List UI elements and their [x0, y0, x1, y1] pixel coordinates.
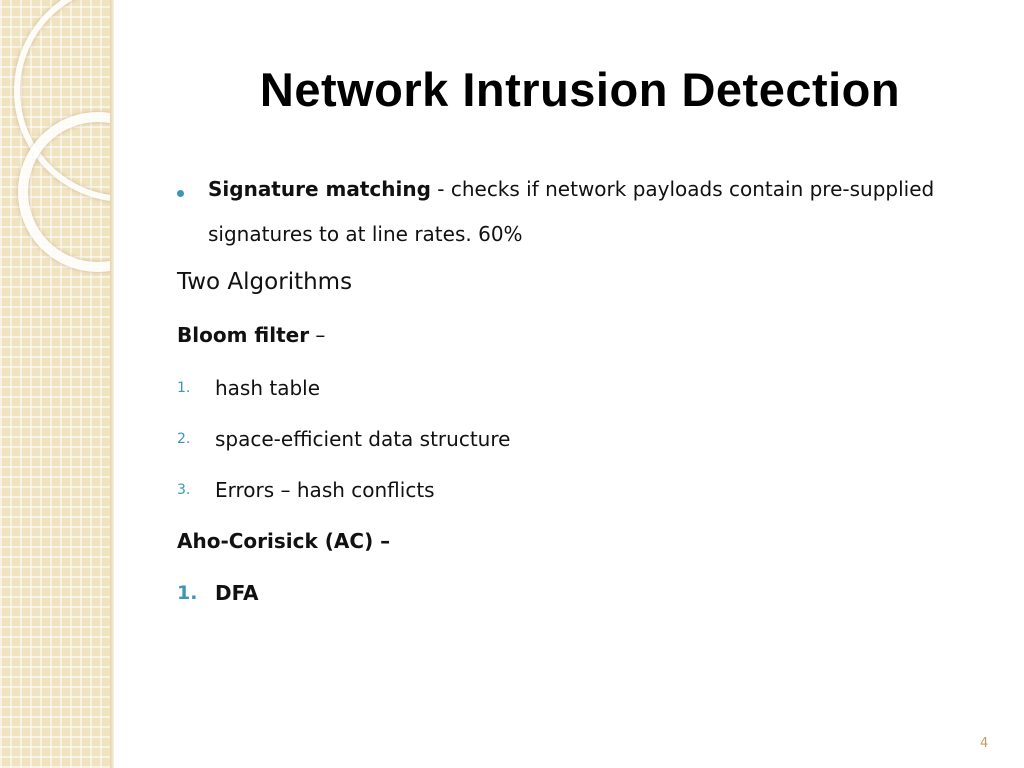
slide-title: Network Intrusion Detection [259, 63, 901, 116]
side-band-edge [110, 0, 114, 768]
page-number: 4 [980, 736, 989, 751]
list-item-text: Errors – hash conflicts [215, 478, 435, 502]
bloom-filter-dash: – [309, 323, 326, 347]
list-number: 2. [177, 431, 191, 447]
bullet-dot-icon [177, 190, 184, 197]
aho-corasick-heading: Aho-Corisick (AC) – [177, 529, 391, 553]
decorative-side-band [0, 0, 112, 768]
list-item-text: hash table [215, 376, 321, 400]
bullet-line-2: signatures to at line rates. 60% [208, 222, 523, 246]
list-item-text: DFA [215, 581, 259, 605]
list-number: 1. [177, 582, 198, 604]
bloom-filter-heading: Bloom filter – [177, 323, 325, 347]
bullet-line-1: Signature matching - checks if network p… [208, 177, 934, 201]
list-item-text: space-efficient data structure [215, 427, 511, 451]
section-heading: Two Algorithms [177, 269, 353, 295]
bullet-term: Signature matching [208, 177, 431, 201]
list-number: 1. [177, 380, 191, 396]
bloom-filter-label: Bloom filter [177, 323, 310, 347]
list-number: 3. [177, 482, 191, 498]
bullet-description-1: - checks if network payloads contain pre… [430, 177, 935, 201]
